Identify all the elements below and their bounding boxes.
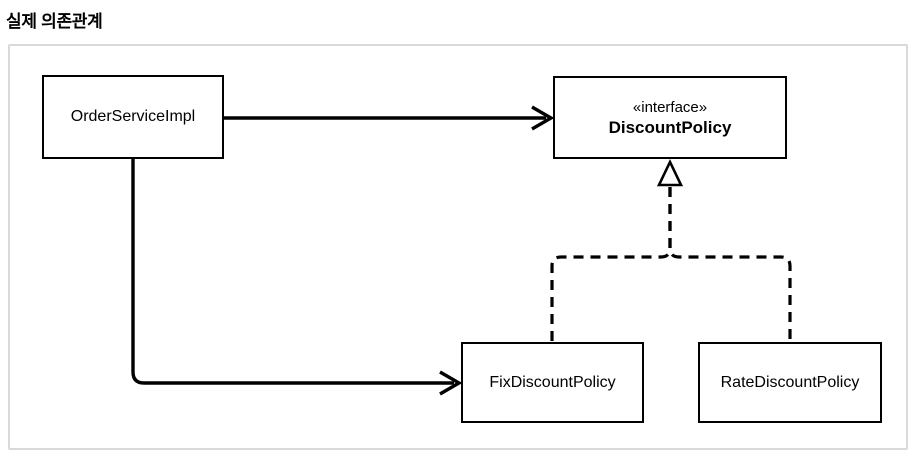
diagram-title: 실제 의존관계 xyxy=(6,12,103,31)
realization-triangle-icon xyxy=(656,158,684,187)
edges-layer xyxy=(131,105,792,396)
edge-orderservice-to-fixdiscountpolicy xyxy=(131,159,463,396)
diagram-canvas: OrderServiceImpl «interface» DiscountPol… xyxy=(8,44,908,450)
node-fix-discount-policy: FixDiscountPolicy xyxy=(461,342,644,423)
edge-ratediscountpolicy-realizes-discountpolicy xyxy=(668,187,792,342)
edge-fixdiscountpolicy-realizes-discountpolicy xyxy=(550,187,672,342)
node-stereotype: «interface» xyxy=(632,98,708,116)
node-label: DiscountPolicy xyxy=(608,117,732,137)
node-label: FixDiscountPolicy xyxy=(489,373,616,391)
node-discount-policy: «interface» DiscountPolicy xyxy=(553,76,787,159)
node-order-service-impl: OrderServiceImpl xyxy=(42,75,224,159)
edge-orderservice-to-discountpolicy xyxy=(216,105,555,131)
node-label: RateDiscountPolicy xyxy=(720,373,860,391)
node-label: OrderServiceImpl xyxy=(70,108,196,125)
node-rate-discount-policy: RateDiscountPolicy xyxy=(698,342,882,423)
